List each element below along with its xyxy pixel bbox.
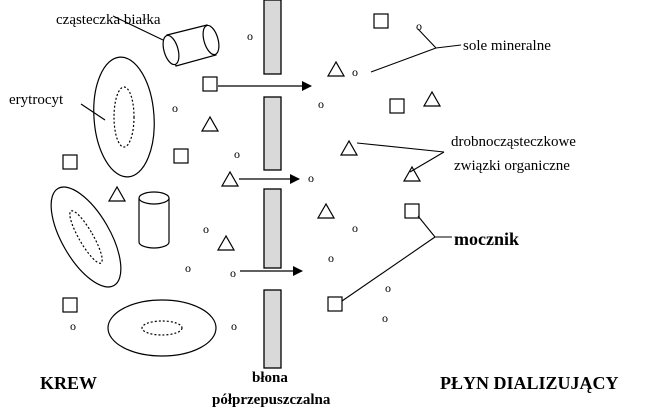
- label-blood: KREW: [40, 373, 97, 393]
- square-particle-icon: [373, 13, 389, 29]
- small-particle: o: [385, 281, 391, 295]
- membrane-segment: [263, 188, 282, 269]
- small-particle: o: [352, 65, 358, 79]
- triangle-particle-icon: [107, 185, 127, 202]
- label-protein-molecule: cząsteczka białka: [56, 12, 161, 28]
- small-particle: o: [203, 222, 209, 236]
- triangle-particle-icon: [422, 90, 442, 107]
- label-membrane-line2: półprzepuszczalna: [212, 392, 331, 408]
- small-particle: o: [352, 221, 358, 235]
- leader-lines: [80, 15, 462, 302]
- small-particles: o o o o o o o o o o o o o o o o: [70, 19, 422, 333]
- triangle-particle-icon: [326, 60, 346, 77]
- semipermeable-membrane: [263, 0, 282, 369]
- square-particle-icon: [62, 297, 78, 313]
- triangle-particle-icon: [316, 202, 336, 219]
- triangle-particle-icon: [339, 139, 359, 156]
- triangle-particle-icon: [200, 115, 220, 132]
- membrane-segment: [263, 0, 282, 75]
- label-mineral-salts: sole mineralne: [463, 38, 551, 54]
- square-particle-icon: [404, 203, 420, 219]
- small-particle: o: [231, 319, 237, 333]
- erythrocyte-icon: [50, 186, 122, 288]
- small-particle: o: [416, 19, 422, 33]
- urea-particles: [62, 13, 420, 313]
- small-particle: o: [230, 266, 236, 280]
- small-particle: o: [70, 319, 76, 333]
- small-particle: o: [247, 29, 253, 43]
- label-erythrocyte: erytrocyt: [9, 92, 64, 108]
- small-particle: o: [382, 311, 388, 325]
- triangle-particle-icon: [402, 165, 422, 182]
- erythrocyte-icon: [93, 56, 155, 178]
- small-particle: o: [172, 101, 178, 115]
- erythrocyte-icon: [107, 299, 217, 357]
- square-particle-icon: [389, 98, 405, 114]
- label-dialysate: PŁYN DIALIZUJĄCY: [440, 373, 619, 393]
- cylinder-particle-icon: [138, 191, 170, 249]
- label-membrane-line1: błona: [252, 370, 288, 386]
- label-small-organic-line1: drobnocząsteczkowe: [451, 134, 576, 150]
- label-urea: mocznik: [454, 229, 519, 249]
- small-particle: o: [185, 261, 191, 275]
- small-particle: o: [328, 251, 334, 265]
- square-particle-icon: [173, 148, 189, 164]
- label-small-organic-line2: związki organiczne: [454, 158, 570, 174]
- small-particle: o: [234, 147, 240, 161]
- membrane-segment: [263, 96, 282, 171]
- square-particle-icon: [62, 154, 78, 170]
- small-particle: o: [318, 97, 324, 111]
- protein-molecule-icon: [162, 24, 220, 67]
- membrane-segment: [263, 289, 282, 369]
- square-particle-icon: [202, 76, 218, 92]
- small-particle: o: [308, 171, 314, 185]
- diffusion-arrows: [218, 81, 312, 276]
- triangle-particles: [107, 60, 442, 251]
- square-particle-icon: [327, 296, 343, 312]
- triangle-particle-icon: [220, 170, 240, 187]
- triangle-particle-icon: [216, 234, 236, 251]
